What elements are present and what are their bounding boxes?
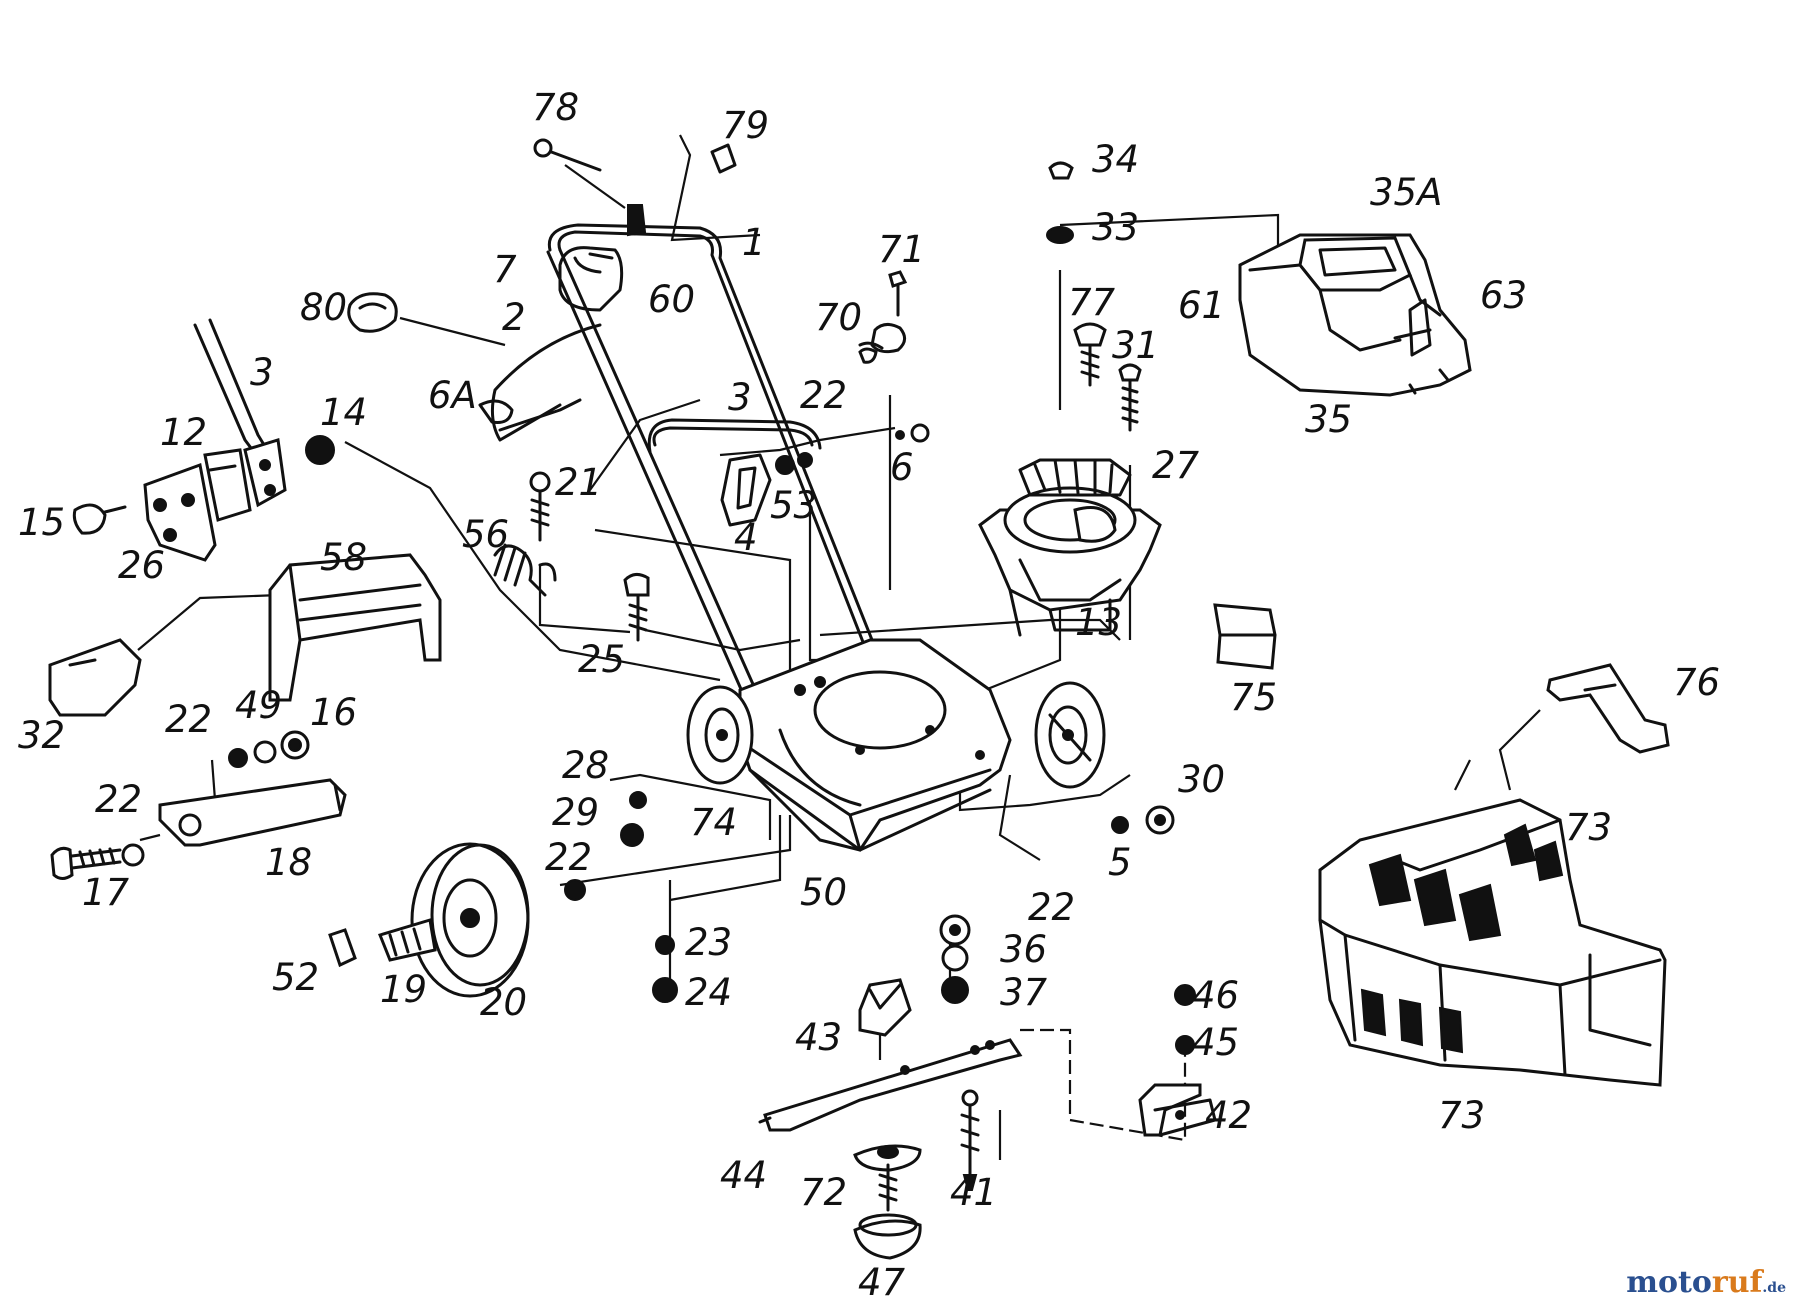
part-label: 52 bbox=[272, 956, 319, 999]
part-label: 21 bbox=[555, 461, 602, 504]
part-label: 4 bbox=[734, 516, 758, 559]
part-label: 76 bbox=[1673, 661, 1720, 704]
part-label: 58 bbox=[320, 536, 367, 579]
part-label: 79 bbox=[722, 104, 769, 147]
part-label: 42 bbox=[1205, 1094, 1252, 1137]
part-label: 22 bbox=[545, 836, 592, 879]
spring-and-screw bbox=[493, 471, 557, 597]
screw-25 bbox=[623, 573, 650, 642]
part-label: 26 bbox=[118, 544, 165, 587]
part-label: 3 bbox=[250, 351, 274, 394]
part-label: 36 bbox=[1000, 928, 1047, 971]
blade-assembly bbox=[758, 978, 1217, 1260]
part-label: 56 bbox=[462, 513, 509, 556]
leader-lines bbox=[137, 134, 1541, 1160]
part-label: 2 bbox=[502, 296, 526, 339]
part-label: 22 bbox=[165, 698, 212, 741]
part-label: 73 bbox=[1438, 1094, 1485, 1137]
part-label: 35 bbox=[1305, 398, 1352, 441]
part-label: 18 bbox=[265, 841, 312, 884]
part-label: 6 bbox=[890, 446, 914, 489]
part-label: 1 bbox=[742, 221, 766, 264]
side-flap-75 bbox=[1213, 603, 1277, 670]
washers-and-nuts bbox=[620, 791, 1175, 1004]
part-label: 35A bbox=[1370, 171, 1442, 214]
part-label: 12 bbox=[160, 411, 207, 454]
part-label: 7 bbox=[493, 248, 517, 291]
watermark-logo: motoruf.de bbox=[1626, 1265, 1786, 1300]
motor-cover bbox=[1238, 233, 1472, 397]
part-label: 50 bbox=[800, 871, 847, 914]
part-label: 80 bbox=[300, 286, 347, 329]
part-label: 44 bbox=[720, 1154, 767, 1197]
motor bbox=[978, 458, 1162, 637]
part-label: 28 bbox=[562, 744, 609, 787]
small-hardware bbox=[775, 161, 1196, 1055]
watermark-part1: moto bbox=[1626, 1265, 1712, 1300]
part-label: 3 bbox=[728, 376, 752, 419]
mower-deck bbox=[686, 638, 1106, 852]
part-label: 47 bbox=[858, 1261, 906, 1304]
part-label: 22 bbox=[800, 374, 847, 417]
watermark-part3: .de bbox=[1762, 1280, 1786, 1296]
part-label: 60 bbox=[648, 278, 695, 321]
watermark-part2: ruf bbox=[1711, 1265, 1763, 1300]
rear-cover bbox=[48, 553, 442, 717]
part-label: 22 bbox=[1028, 886, 1075, 929]
part-label: 33 bbox=[1092, 206, 1139, 249]
part-label: 63 bbox=[1480, 274, 1527, 317]
part-label: 16 bbox=[310, 691, 357, 734]
part-label: 46 bbox=[1192, 974, 1239, 1017]
part-label: 34 bbox=[1092, 138, 1139, 181]
part-label: 13 bbox=[1075, 601, 1122, 644]
part-label: 22 bbox=[95, 778, 142, 821]
part-label: 30 bbox=[1178, 758, 1225, 801]
part-label: 29 bbox=[552, 791, 599, 834]
part-label: 61 bbox=[1178, 284, 1225, 327]
part-label: 19 bbox=[380, 968, 427, 1011]
part-label: 43 bbox=[795, 1016, 842, 1059]
handle-assembly bbox=[347, 138, 882, 707]
part-label: 37 bbox=[1000, 971, 1048, 1014]
part-label: 25 bbox=[578, 638, 625, 681]
part-label: 27 bbox=[1152, 444, 1200, 487]
part-label: 70 bbox=[815, 296, 862, 339]
part-label: 49 bbox=[235, 684, 282, 727]
grass-catcher bbox=[1318, 663, 1670, 1087]
part-label: 41 bbox=[950, 1171, 997, 1214]
part-label: 17 bbox=[82, 871, 130, 914]
part-label: 15 bbox=[18, 501, 65, 544]
side-bracket-assembly bbox=[72, 318, 335, 562]
part-label: 74 bbox=[690, 801, 737, 844]
part-label: 32 bbox=[18, 714, 65, 757]
part-label: 20 bbox=[480, 981, 527, 1024]
part-label: 23 bbox=[685, 921, 732, 964]
part-label: 73 bbox=[1565, 806, 1612, 849]
part-label: 45 bbox=[1192, 1021, 1239, 1064]
part-label: 71 bbox=[878, 228, 925, 271]
part-label: 77 bbox=[1068, 281, 1116, 324]
part-label: 5 bbox=[1108, 841, 1132, 884]
part-label: 31 bbox=[1112, 324, 1159, 367]
part-label: 78 bbox=[532, 86, 579, 129]
front-wheel bbox=[328, 842, 586, 998]
callout-labels: 78 79 1 60 7 2 80 3 12 14 6A 15 26 56 21… bbox=[18, 86, 1720, 1304]
part-label: 72 bbox=[800, 1171, 847, 1214]
part-label: 14 bbox=[320, 391, 367, 434]
part-label: 6A bbox=[428, 374, 477, 417]
part-label: 24 bbox=[685, 971, 732, 1014]
part-label: 75 bbox=[1230, 676, 1277, 719]
rear-axle bbox=[50, 730, 347, 880]
part-label: 53 bbox=[770, 484, 817, 527]
